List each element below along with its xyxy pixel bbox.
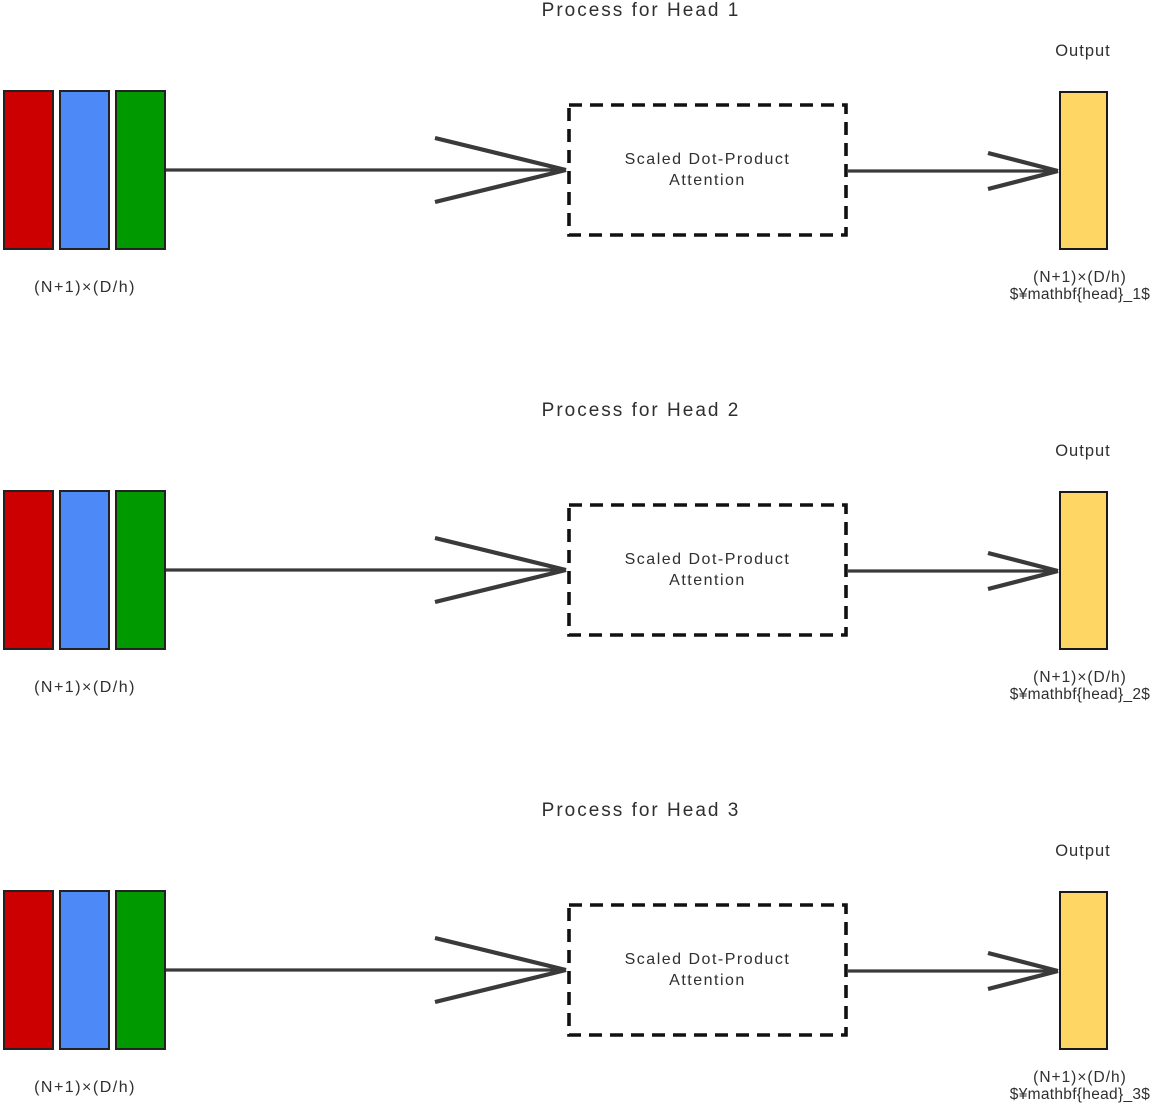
output-matrix [1059, 491, 1108, 650]
input-dims-label: (N+1)×(D/h) [34, 279, 136, 296]
input-matrix-red [3, 90, 54, 250]
process-section-head-3: Process for Head 3 (N+1)×(D/h) Scaled Do… [0, 800, 1157, 1111]
scaled-dot-product-attention-label: Scaled Dot-Product Attention [624, 551, 791, 589]
scaled-dot-product-attention-label: Scaled Dot-Product Attention [624, 951, 791, 989]
output-label: Output [1055, 442, 1111, 460]
output-dims-label: (N+1)×(D/h) [1033, 669, 1127, 686]
input-matrix-green [115, 890, 166, 1050]
arrows-and-attention-box-art [166, 503, 1059, 637]
process-section-head-1: Process for Head 1 (N+1)×(D/h) Scaled Do… [0, 0, 1157, 400]
output-matrix [1059, 891, 1108, 1050]
input-dims-label: (N+1)×(D/h) [34, 679, 136, 696]
process-section-head-2: Process for Head 2 (N+1)×(D/h) Scaled Do… [0, 400, 1157, 800]
output-dims-label: (N+1)×(D/h) [1033, 269, 1127, 286]
input-matrix-red [3, 490, 54, 650]
section-title: Process for Head 3 [541, 800, 741, 821]
input-matrix-blue [59, 90, 110, 250]
input-dims-label: (N+1)×(D/h) [34, 1079, 136, 1096]
output-head-label: $¥mathbf{head}_3$ [1009, 1085, 1151, 1103]
section-title: Process for Head 2 [541, 400, 741, 421]
output-head-label: $¥mathbf{head}_1$ [1009, 285, 1151, 303]
output-matrix [1059, 91, 1108, 250]
output-dims-block: (N+1)×(D/h) $¥mathbf{head}_2$ [1003, 669, 1157, 703]
output-dims-block: (N+1)×(D/h) $¥mathbf{head}_3$ [1003, 1069, 1157, 1103]
output-head-label: $¥mathbf{head}_2$ [1009, 685, 1151, 703]
output-dims-label: (N+1)×(D/h) [1033, 1069, 1127, 1086]
section-title: Process for Head 1 [541, 0, 741, 21]
output-dims-block: (N+1)×(D/h) $¥mathbf{head}_1$ [1003, 269, 1157, 303]
output-label: Output [1055, 842, 1111, 860]
arrows-and-attention-box-art [166, 903, 1059, 1037]
output-label: Output [1055, 42, 1111, 60]
scaled-dot-product-attention-label: Scaled Dot-Product Attention [624, 151, 791, 189]
input-matrix-blue [59, 890, 110, 1050]
input-matrix-green [115, 90, 166, 250]
input-matrix-blue [59, 490, 110, 650]
arrows-and-attention-box-art [166, 103, 1059, 237]
input-matrix-red [3, 890, 54, 1050]
input-matrix-green [115, 490, 166, 650]
